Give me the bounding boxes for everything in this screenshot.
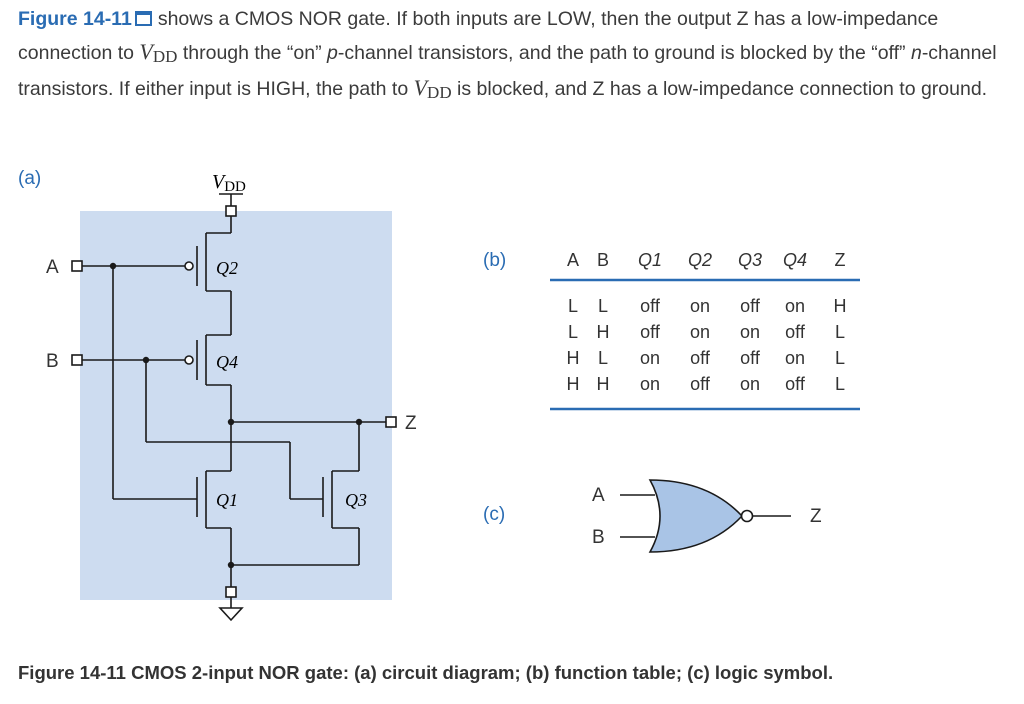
symbol-input-b: B (592, 527, 605, 548)
nor-gate-body (648, 479, 744, 553)
table-cell: on (740, 322, 760, 342)
table-cell: on (740, 374, 760, 394)
table-cell: H (834, 296, 847, 316)
table-cell: L (835, 322, 845, 342)
table-cell: on (785, 348, 805, 368)
input-b-label: B (46, 351, 59, 372)
table-header-a: A (567, 250, 579, 270)
table-header-z: Z (835, 250, 846, 270)
junction-dots (109, 262, 363, 569)
label-b: (b) (483, 250, 507, 271)
table-cell: off (785, 374, 806, 394)
table-cell: on (690, 322, 710, 342)
para-text-3: -channel transistors, and the path to gr… (337, 41, 911, 64)
inversion-bubble (740, 509, 754, 523)
table-cell: L (568, 322, 578, 342)
table-cell: on (785, 296, 805, 316)
q2-label: Q2 (216, 258, 238, 278)
vdd-label: VDD (212, 171, 246, 195)
q3-label: Q3 (345, 490, 367, 510)
table-cell: on (640, 348, 660, 368)
input-a-label: A (46, 257, 59, 278)
table-cell: off (785, 322, 806, 342)
n-italic: n (910, 41, 922, 64)
para-text-5: is blocked, and Z has a low-impedance co… (451, 78, 988, 100)
symbol-output-z: Z (810, 506, 822, 527)
table-cell: off (640, 322, 661, 342)
table-cell: off (690, 348, 711, 368)
q4-label: Q4 (216, 352, 238, 372)
table-header-q4: Q4 (783, 250, 807, 270)
table-header-q3: Q3 (738, 250, 762, 270)
table-cell: H (567, 348, 580, 368)
table-cell: L (835, 374, 845, 394)
table-cell: off (690, 374, 711, 394)
table-cell: L (598, 348, 608, 368)
label-a: (a) (18, 168, 42, 189)
output-z-label: Z (405, 413, 417, 434)
table-cell: off (740, 296, 761, 316)
table-cell: on (640, 374, 660, 394)
circuit-panel (80, 211, 392, 600)
nor-logic-symbol: A B Z (592, 479, 822, 553)
table-cell: H (567, 374, 580, 394)
table-header-b: B (597, 250, 609, 270)
p-italic: p (327, 41, 338, 64)
table-cell: H (597, 322, 610, 342)
table-header-q2: Q2 (688, 250, 712, 270)
figure-link[interactable]: Figure 14-11 (18, 8, 132, 30)
table-header-q1: Q1 (638, 250, 662, 270)
para-text-4: -channel transistors. If either input is… (18, 41, 997, 101)
external-link-icon[interactable] (134, 11, 152, 26)
table-cell: H (597, 374, 610, 394)
para-text-1: shows a CMOS NOR gate. If both inputs ar… (18, 8, 939, 64)
table-cell: off (640, 296, 661, 316)
label-c: (c) (483, 504, 506, 525)
table-cell: on (690, 296, 710, 316)
q1-label: Q1 (216, 490, 238, 510)
figure-caption: Figure 14-11 CMOS 2-input NOR gate: (a) … (18, 662, 834, 683)
vdd-inline-2: VDD (413, 75, 452, 102)
table-cell: L (568, 296, 578, 316)
symbol-input-a: A (592, 485, 605, 506)
circuit-diagram: VDD A B Z Q2 Q4 Q1 Q3 (46, 171, 417, 622)
vdd-inline-1: VDD (139, 38, 178, 66)
table-cell: off (740, 348, 761, 368)
para-text-2: through the “on” (177, 41, 328, 64)
table-cell: L (835, 348, 845, 368)
table-cell: L (598, 296, 608, 316)
